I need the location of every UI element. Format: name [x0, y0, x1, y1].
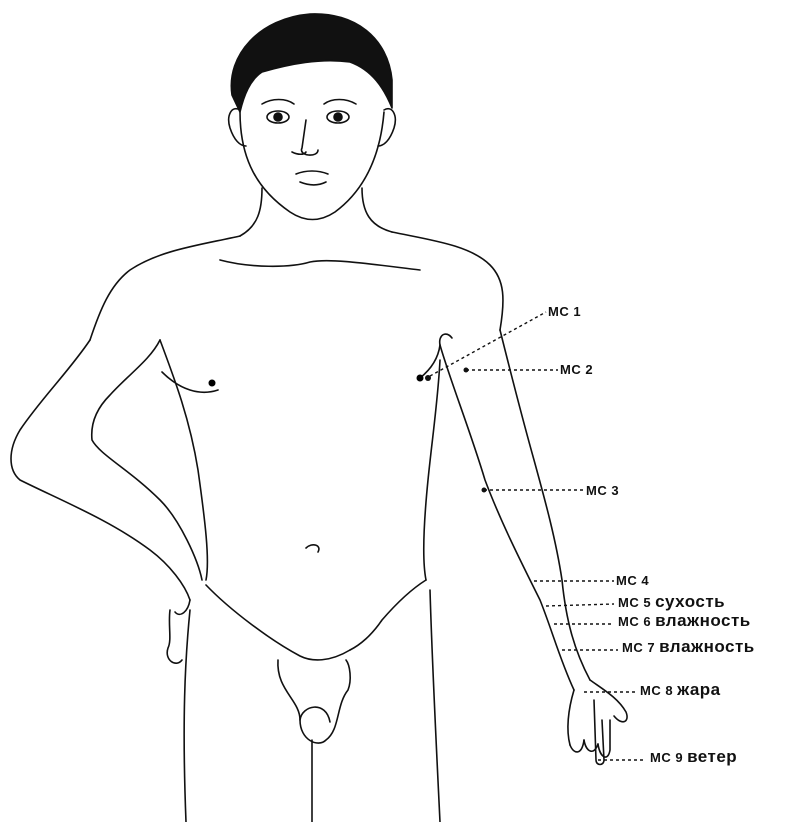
element-label: сухость [655, 592, 725, 611]
point-label-mc8: МС 8 жара [640, 680, 721, 700]
point-id: МС 1 [548, 304, 581, 319]
element-label: ветер [687, 747, 737, 766]
point-label-mc9: МС 9 ветер [650, 747, 737, 767]
point-label-mc6: МС 6 влажность [618, 611, 751, 631]
point-label-mc7: МС 7 влажность [622, 637, 755, 657]
point-id: МС 6 [618, 614, 651, 629]
element-label: влажность [659, 637, 755, 656]
point-id: МС 5 [618, 595, 651, 610]
element-label: влажность [655, 611, 751, 630]
point-id: МС 9 [650, 750, 683, 765]
point-label-mc2: МС 2 [560, 362, 593, 377]
element-label: жара [677, 680, 721, 699]
point-label-mc4: МС 4 [616, 573, 649, 588]
point-label-mc3: МС 3 [586, 483, 619, 498]
point-label-mc5: МС 5 сухость [618, 592, 725, 612]
point-id: МС 7 [622, 640, 655, 655]
point-id: МС 3 [586, 483, 619, 498]
point-label-mc1: МС 1 [548, 304, 581, 319]
point-id: МС 4 [616, 573, 649, 588]
point-id: МС 8 [640, 683, 673, 698]
point-id: МС 2 [560, 362, 593, 377]
